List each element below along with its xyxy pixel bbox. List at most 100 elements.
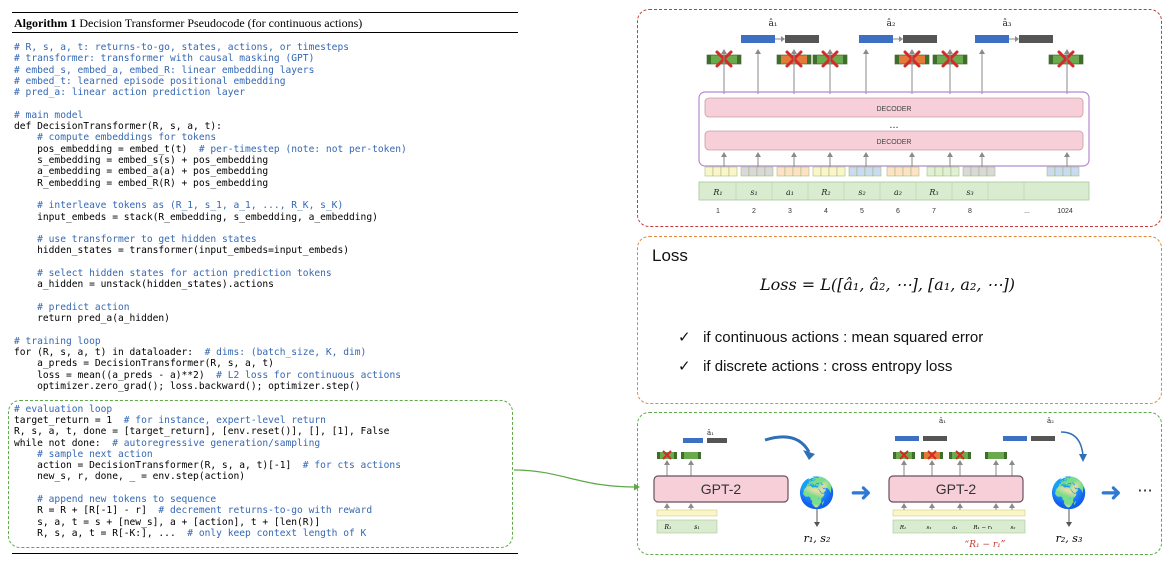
position-index: ... — [1024, 208, 1030, 215]
input-embedding — [886, 166, 920, 177]
action-output-block — [1019, 35, 1053, 43]
embedding-cell — [712, 166, 722, 177]
code-comment: # for cts actions — [302, 460, 401, 472]
embedding-cell — [728, 166, 738, 177]
arrow-head — [993, 503, 999, 508]
eval-diagram-panel — [637, 412, 1162, 555]
code-line: R_embedding = embed_R(R) + pos_embedding — [14, 178, 268, 189]
embedding-cell — [800, 166, 810, 177]
arrow-head — [909, 152, 915, 157]
arrow-head — [947, 152, 953, 157]
arrow-head — [781, 36, 785, 42]
decoder-label: DECODER — [876, 106, 911, 113]
code-comment: # only keep context length of K — [187, 527, 367, 539]
token-cap — [985, 452, 988, 459]
token-row-background — [656, 519, 718, 534]
gpt2-block — [653, 475, 789, 503]
code-text: action = DecisionTransformer(R, s, a, t)… — [14, 460, 303, 472]
decoder-stack-frame — [698, 91, 1090, 167]
token-cap — [1079, 55, 1083, 64]
big-arrow-icon: ➜ — [850, 478, 872, 508]
code-line: # sample next action — [14, 449, 153, 460]
input-embedding — [848, 166, 882, 177]
token-cap — [707, 55, 711, 64]
embedding-cell — [740, 166, 750, 177]
code-line: action = DecisionTransformer(R, s, a, t)… — [14, 460, 401, 471]
decoder-layer — [704, 130, 1084, 151]
arrow-head — [1066, 522, 1072, 527]
code-text: a_embedding = embed_a(a) + pos_embedding — [14, 166, 269, 178]
cross-stroke — [1057, 50, 1075, 68]
red-cross-icon — [955, 450, 965, 460]
code-line: s_embedding = embed_s(s) + pos_embedding — [14, 155, 268, 166]
token-label: s₂ — [1010, 525, 1015, 531]
arrow-head — [979, 152, 985, 157]
arrow-head — [1009, 460, 1015, 465]
red-cross-icon — [899, 450, 909, 460]
arrow-head — [1064, 152, 1070, 157]
code-line: target_return = 1 # for instance, expert… — [14, 415, 326, 426]
embedding-cell — [1062, 166, 1072, 177]
input-embedding — [704, 166, 738, 177]
token-cap — [1004, 452, 1007, 459]
arrow-head — [755, 152, 761, 157]
embedding-cell — [856, 166, 866, 177]
token-label: s₃ — [966, 188, 973, 197]
code-text: new_s, r, done, _ = env.step(action) — [14, 471, 246, 483]
code-line: # predict action — [14, 301, 130, 313]
embedding-cell — [864, 166, 874, 177]
code-text: input_embeds = stack(R_embedding, s_embe… — [14, 211, 378, 223]
input-embedding — [656, 509, 718, 517]
token-row-background — [698, 181, 1090, 201]
mini-token-block — [681, 452, 701, 459]
embedding-cell — [820, 166, 830, 177]
code-comment: # training loop — [14, 335, 101, 347]
embedding-cell — [764, 166, 774, 177]
embedding-cell — [902, 166, 912, 177]
curved-arrow — [764, 435, 811, 453]
action-output-block — [785, 35, 819, 43]
embedding-cell — [872, 166, 882, 177]
embedding-cell — [978, 166, 988, 177]
transformer-diagram-panel — [637, 9, 1162, 227]
code-comment: # compute embeddings for tokens — [37, 132, 217, 144]
position-index: 1024 — [1057, 208, 1073, 215]
token-cap — [893, 452, 896, 459]
code-line: R, s, a, t = R[-K:], ... # only keep con… — [14, 528, 366, 539]
token-cap — [657, 452, 660, 459]
code-line: optimizer.zero_grad(); loss.backward(); … — [14, 381, 360, 392]
arrow-head — [791, 152, 797, 157]
embedding-cell — [934, 166, 944, 177]
check-icon: ✓ — [678, 358, 691, 375]
input-embedding — [926, 166, 960, 177]
action-embedding-block — [1003, 436, 1027, 441]
input-embedding — [962, 166, 996, 177]
embedding-cell — [776, 166, 786, 177]
code-line: return pred_a(a_hidden) — [14, 313, 170, 324]
token-label: s₁ — [750, 188, 757, 197]
code-comment: # sample next action — [37, 448, 153, 460]
cross-stroke — [927, 450, 937, 460]
algorithm-box: Algorithm 1 Decision Transformer Pseudoc… — [12, 12, 518, 554]
code-comment: # predict action — [37, 301, 130, 313]
embedding-cell — [792, 166, 802, 177]
embedding-cell — [828, 166, 838, 177]
arrow-head — [863, 49, 869, 54]
action-embedding-block — [975, 35, 1009, 43]
code-line: # training loop — [14, 336, 101, 347]
code-comment: # embed_t: learned episode positional em… — [14, 75, 286, 87]
token-cap — [940, 452, 943, 459]
arrow-head — [814, 522, 820, 527]
code-text: return pred_a(a_hidden) — [14, 313, 170, 325]
loss-item-ce: ✓ if discrete actions : cross entropy lo… — [678, 357, 952, 375]
token-cap — [933, 55, 937, 64]
action-output-block — [923, 436, 947, 441]
token-label: a₁ — [786, 188, 794, 197]
code-comment: # L2 loss for continuous actions — [216, 369, 402, 381]
embedding-cell — [886, 166, 896, 177]
code-line: a_preds = DecisionTransformer(R, s, a, t… — [14, 358, 274, 369]
token-row-background — [892, 519, 1026, 534]
code-line: # embed_t: learned episode positional em… — [14, 76, 285, 87]
returns-annotation: “R₁ − r₁” — [965, 539, 1006, 550]
code-comment: # use transformer to get hidden states — [37, 234, 257, 246]
